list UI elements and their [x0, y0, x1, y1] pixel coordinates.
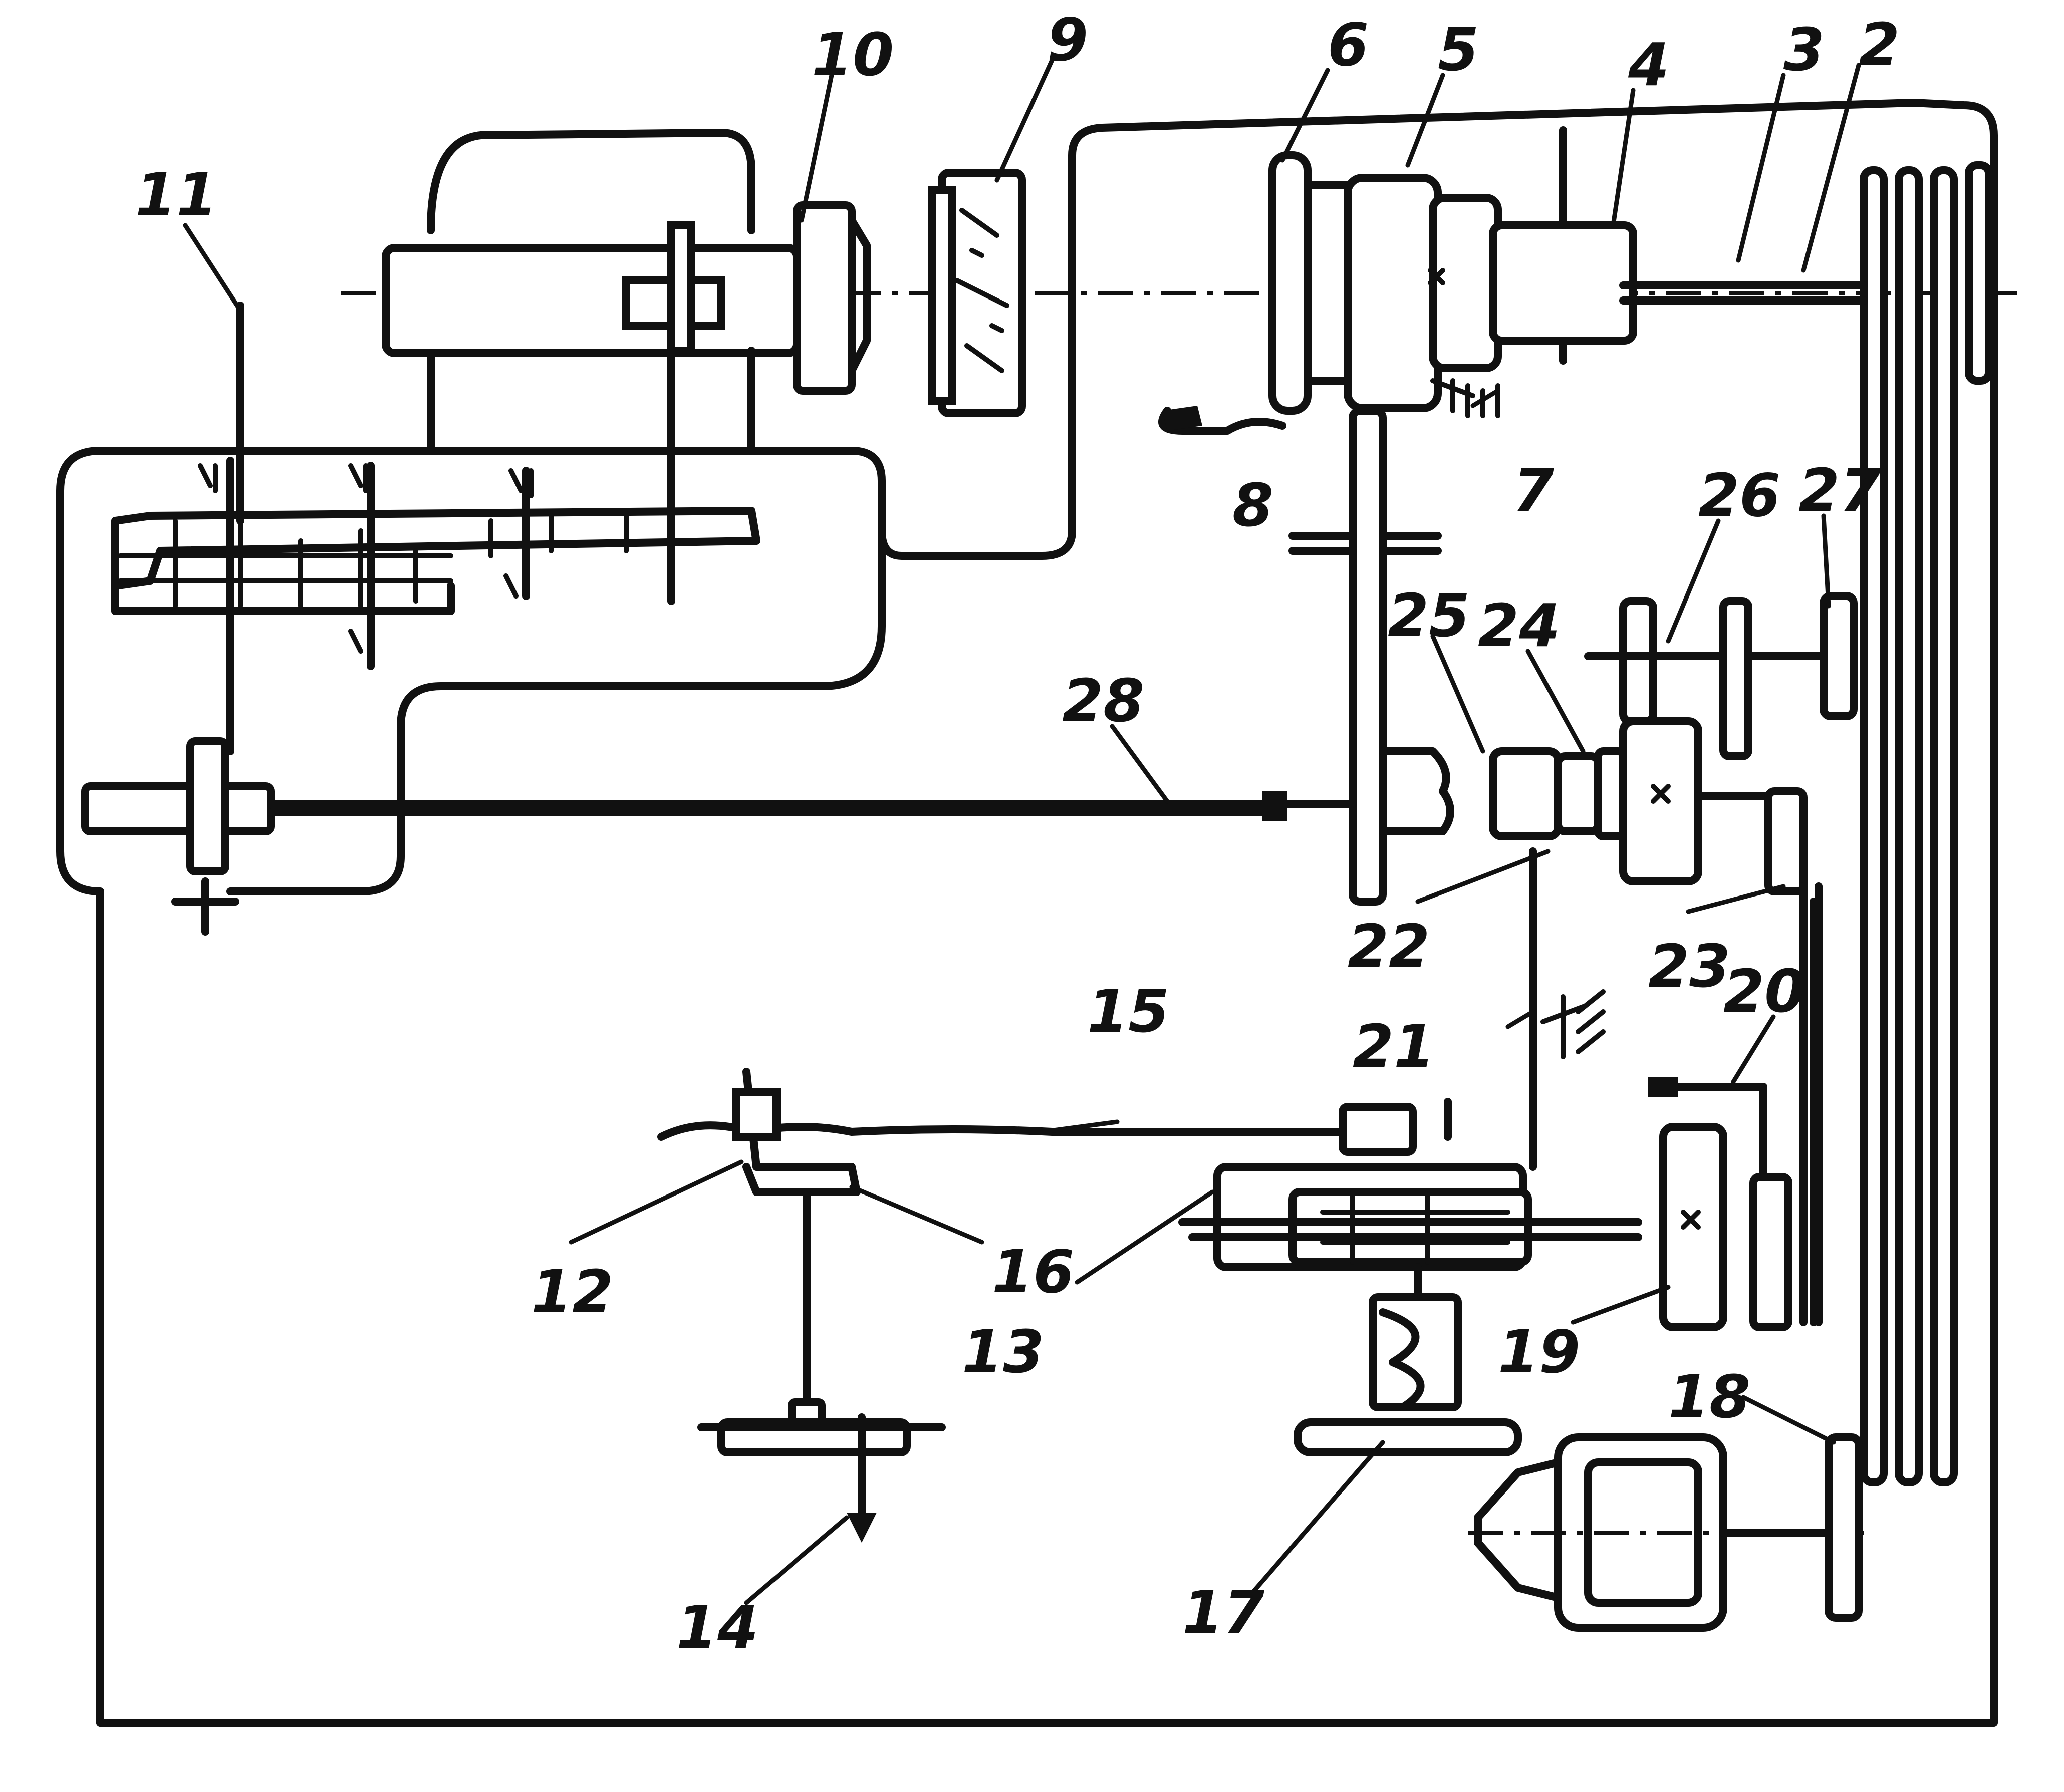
label-7: 7 — [1513, 456, 1554, 525]
label-25: 25 — [1388, 581, 1470, 650]
label-21: 21 — [1353, 1012, 1435, 1081]
part-13-14-rod — [697, 1188, 946, 1543]
label-8: 8 — [1232, 471, 1273, 540]
main-shaft — [341, 221, 2024, 357]
part-18-motor — [1468, 1433, 1864, 1632]
label-19: 19 — [1498, 1317, 1580, 1386]
part-9-grinding-wheel — [928, 169, 1026, 417]
vertical-shaft-6 — [1288, 407, 1442, 906]
label-23: 23 — [1648, 932, 1730, 1001]
part-21-support — [1540, 989, 1606, 1059]
part-8-lever — [1158, 406, 1286, 435]
gearbox — [111, 302, 760, 755]
label-14: 14 — [676, 1593, 758, 1662]
label-16: 16 — [992, 1237, 1074, 1306]
label-18: 18 — [1668, 1362, 1750, 1431]
label-17: 17 — [1182, 1578, 1264, 1647]
label-3: 3 — [1783, 15, 1825, 84]
belt-drive — [1619, 161, 1993, 1486]
label-10: 10 — [812, 20, 894, 89]
label-20: 20 — [1723, 957, 1805, 1026]
part-labels: 11 10 9 6 5 4 3 2 7 8 26 27 25 24 28 22 … — [135, 5, 1900, 1662]
machine-frame — [56, 99, 1998, 1727]
label-4: 4 — [1628, 30, 1669, 99]
part-22-27-cluster — [1379, 592, 1858, 1326]
label-6: 6 — [1328, 10, 1369, 79]
label-2: 2 — [1859, 10, 1900, 79]
right-drive-rod — [1799, 882, 1823, 1326]
part-19-20 — [1648, 1077, 1792, 1331]
part-6-5-4-assembly — [1268, 126, 1637, 415]
feed-shaft-28 — [81, 737, 1357, 1727]
part-16-gearbox — [1178, 1163, 1642, 1271]
label-28: 28 — [1062, 666, 1144, 735]
label-26: 26 — [1698, 461, 1780, 530]
label-22: 22 — [1348, 912, 1430, 981]
label-11: 11 — [135, 160, 217, 229]
part-17-drive — [1294, 1263, 1522, 1456]
label-24: 24 — [1478, 591, 1560, 660]
label-9: 9 — [1047, 5, 1088, 74]
part-7-support — [1430, 378, 1500, 418]
label-5: 5 — [1438, 15, 1479, 84]
label-27: 27 — [1798, 456, 1881, 525]
part-15-linkage — [657, 1068, 1452, 1196]
callout-lines — [183, 58, 1861, 1605]
label-12: 12 — [531, 1257, 613, 1326]
label-13: 13 — [962, 1317, 1044, 1386]
label-15: 15 — [1087, 977, 1169, 1046]
part-10-disk — [793, 201, 871, 395]
